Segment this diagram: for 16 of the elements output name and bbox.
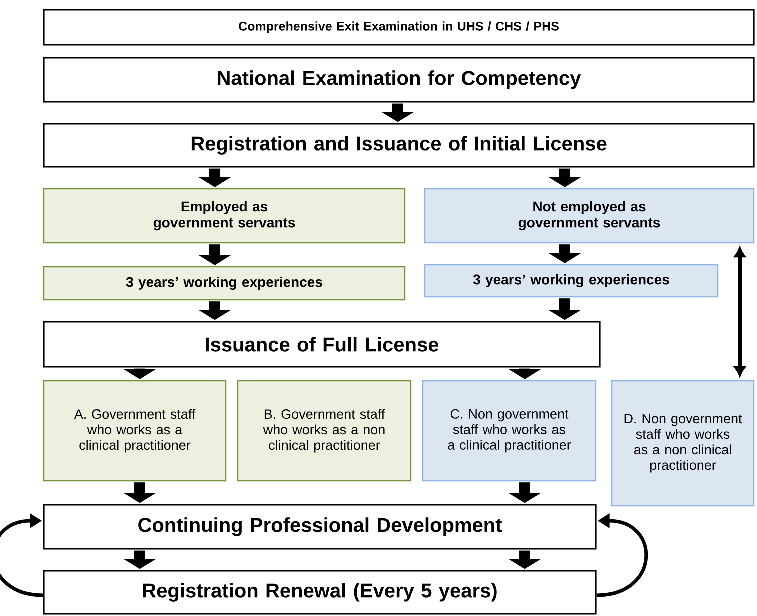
category-box: A. Government staff who works as a clinical practitioner: [43, 380, 227, 482]
process-box: Comprehensive Exit Examination in UHS / CHS / PHS: [43, 9, 755, 46]
category-box: D. Non government staff who works as a non clinical practitioner: [611, 380, 755, 507]
process-box: Registration Renewal (Every 5 years): [43, 570, 597, 615]
category-box: 3 years’ working experiences: [43, 266, 406, 301]
category-box: Employed as government servants: [43, 188, 406, 244]
category-box: B. Government staff who works as a non clinical practitioner: [237, 380, 412, 482]
category-box: C. Non government staff who works as a clinical practitioner: [422, 380, 597, 482]
loop-arrow: [0, 514, 44, 598]
process-box: National Examination for Competency: [43, 57, 755, 103]
double-arrow: [734, 248, 746, 376]
category-box: 3 years’ working experiences: [424, 264, 719, 298]
process-box: Continuing Professional Development: [43, 504, 597, 550]
category-box: Not employed as government servants: [424, 188, 755, 244]
process-box: Issuance of Full License: [43, 321, 601, 368]
process-box: Registration and Issuance of Initial License: [43, 123, 755, 168]
